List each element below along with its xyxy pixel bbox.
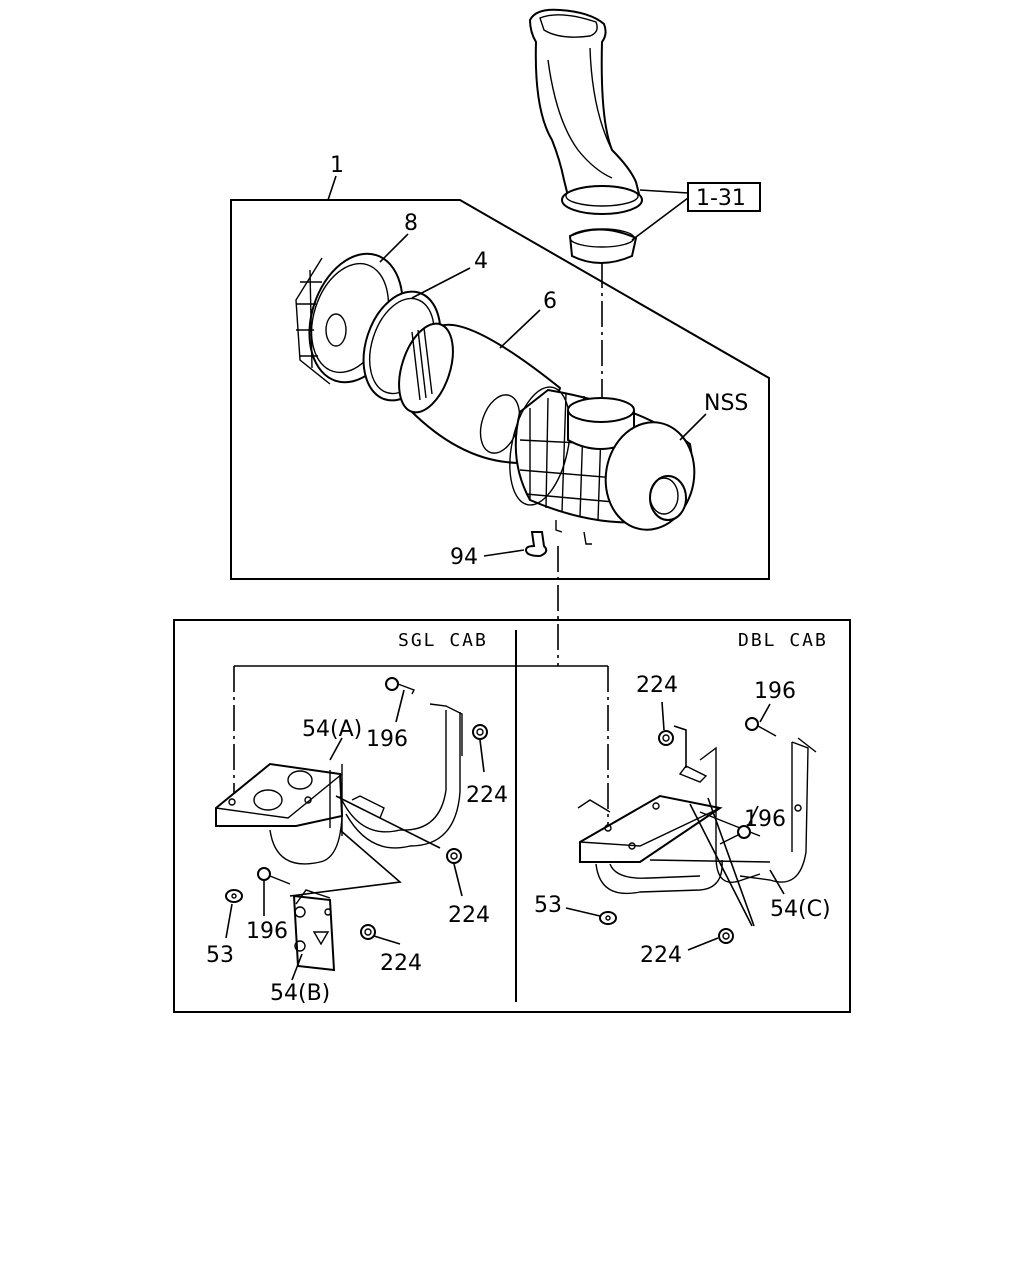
reference-box-label: 1-31 <box>696 186 746 211</box>
callout-dbl-bolt-mid: 196 <box>744 807 786 832</box>
callout-dbl-nut-low: 224 <box>640 943 682 968</box>
callout-dbl-bolt-top: 196 <box>754 679 796 704</box>
callout-assembly: 1 <box>330 153 344 178</box>
callout-sgl-nut-top: 224 <box>466 783 508 808</box>
callout-nss: NSS <box>704 391 748 416</box>
dbl-bolt-top <box>745 717 777 737</box>
vacuator-valve <box>524 531 548 558</box>
sgl-nut-top <box>472 724 488 740</box>
intake-duct <box>528 8 643 215</box>
sgl-washer <box>225 889 243 903</box>
sgl-bolt-low <box>257 867 291 885</box>
sgl-bolt-top <box>385 677 415 695</box>
reference-box <box>687 182 761 212</box>
callout-dbl-washer: 53 <box>534 893 562 918</box>
callout-sgl-bracket-a: 54(A) <box>302 717 362 742</box>
section-title-dbl: DBL CAB <box>738 630 828 651</box>
callout-sgl-nut-low: 224 <box>380 951 422 976</box>
callout-cover: 8 <box>404 211 418 236</box>
dbl-bolt-mid <box>719 825 751 845</box>
dbl-nut-top <box>658 730 674 746</box>
sgl-bracket-b <box>292 889 336 972</box>
callout-sgl-nut-mid: 224 <box>448 903 490 928</box>
callout-element: 6 <box>543 289 557 314</box>
callout-dbl-nut-top: 224 <box>636 673 678 698</box>
callout-sgl-washer: 53 <box>206 943 234 968</box>
section-title-sgl: SGL CAB <box>398 630 488 651</box>
callout-sgl-bracket-b: 54(B) <box>270 981 330 1006</box>
callout-sgl-bolt-top: 196 <box>366 727 408 752</box>
assembly-frame <box>230 199 770 580</box>
hose-clamp <box>568 228 638 264</box>
callout-gasket: 4 <box>474 249 488 274</box>
dbl-bolt-inner <box>678 765 708 783</box>
callout-valve: 94 <box>450 545 478 570</box>
dbl-washer <box>599 911 617 925</box>
callout-sgl-bolt-low: 196 <box>246 919 288 944</box>
dbl-nut-low <box>718 928 734 944</box>
callout-dbl-bracket-c: 54(C) <box>770 897 831 922</box>
sgl-bracket-a <box>215 703 463 865</box>
bracket-frame <box>173 619 851 1013</box>
sgl-nut-mid <box>446 848 462 864</box>
air-cleaner-housing <box>509 386 696 545</box>
sgl-nut-low <box>360 924 376 940</box>
